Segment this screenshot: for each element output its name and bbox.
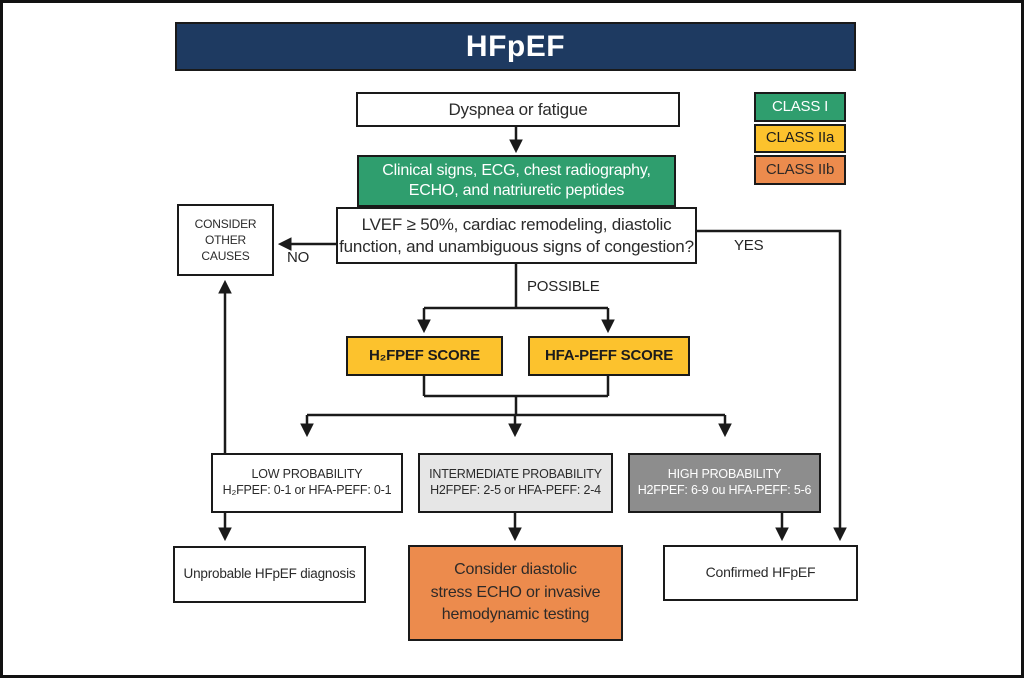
- consider-other-line2: OTHER: [204, 232, 246, 247]
- legend-class-2a-label: CLASS IIa: [765, 129, 835, 147]
- unprobable-diagnosis-box: Unprobable HFpEF diagnosis: [173, 546, 366, 603]
- consider-other-line3: CAUSES: [201, 249, 250, 264]
- low-probability-line2: H₂FPEF: 0-1 or HFA-PEFF: 0-1: [222, 483, 392, 497]
- intermediate-probability-line1: INTERMEDIATE PROBABILITY: [429, 467, 602, 482]
- low-probability-box: LOW PROBABILITY H₂FPEF: 0-1 or HFA-PEFF:…: [211, 453, 403, 513]
- connector-scores-merge: [307, 376, 725, 417]
- title-bar: HFpEF: [175, 22, 856, 71]
- stress-testing-line1: Consider diastolic: [454, 561, 577, 579]
- clinical-signs-line2: ECHO, and natriuretic peptides: [408, 182, 625, 199]
- intermediate-probability-line2: H2FPEF: 2-5 or HFA-PEFF: 2-4: [430, 483, 601, 497]
- stress-testing-box: Consider diastolic stress ECHO or invasi…: [408, 545, 623, 641]
- lvef-question-line1: LVEF ≥ 50%, cardiac remodeling, diastoli…: [361, 215, 672, 235]
- possible-label: POSSIBLE: [527, 278, 600, 295]
- yes-label: YES: [734, 237, 764, 254]
- high-probability-line2: H2FPEF: 6-9 ou HFA-PEFF: 5-6: [637, 483, 812, 497]
- confirmed-hfpef-box: Confirmed HFpEF: [663, 545, 858, 601]
- h2fpef-score-label: H₂FPEF SCORE: [369, 346, 480, 364]
- legend-class-2b: CLASS IIb: [754, 155, 846, 185]
- legend-class-1: CLASS I: [754, 92, 846, 122]
- clinical-signs-box: Clinical signs, ECG, chest radiography, …: [357, 155, 676, 207]
- hfa-peff-score-box: HFA-PEFF SCORE: [528, 336, 690, 376]
- high-probability-line1: HIGH PROBABILITY: [667, 467, 782, 482]
- unprobable-diagnosis-label: Unprobable HFpEF diagnosis: [183, 566, 356, 582]
- clinical-signs-line1: Clinical signs, ECG, chest radiography,: [382, 162, 651, 179]
- legend-class-2b-label: CLASS IIb: [765, 160, 835, 178]
- confirmed-hfpef-label: Confirmed HFpEF: [705, 564, 816, 581]
- no-label: NO: [287, 249, 310, 266]
- stress-testing-line2: stress ECHO or invasive: [430, 583, 601, 601]
- dyspnea-label: Dyspnea or fatigue: [448, 99, 588, 119]
- page-title: HFpEF: [465, 29, 566, 63]
- dyspnea-box: Dyspnea or fatigue: [356, 92, 680, 127]
- h2fpef-score-box: H₂FPEF SCORE: [346, 336, 503, 376]
- lvef-question-line2: function, and unambiguous signs of conge…: [339, 236, 694, 256]
- consider-other-line1: CONSIDER: [194, 216, 257, 231]
- legend-class-2a: CLASS IIa: [754, 124, 846, 153]
- high-probability-box: HIGH PROBABILITY H2FPEF: 6-9 ou HFA-PEFF…: [628, 453, 821, 513]
- low-probability-line1: LOW PROBABILITY: [251, 467, 363, 482]
- stress-testing-line3: hemodynamic testing: [441, 606, 590, 624]
- lvef-question-box: LVEF ≥ 50%, cardiac remodeling, diastoli…: [336, 207, 697, 264]
- consider-other-causes-box: CONSIDER OTHER CAUSES: [177, 204, 274, 276]
- hfa-peff-score-label: HFA-PEFF SCORE: [544, 346, 674, 364]
- legend-class-1-label: CLASS I: [771, 97, 829, 115]
- intermediate-probability-box: INTERMEDIATE PROBABILITY H2FPEF: 2-5 or …: [418, 453, 613, 513]
